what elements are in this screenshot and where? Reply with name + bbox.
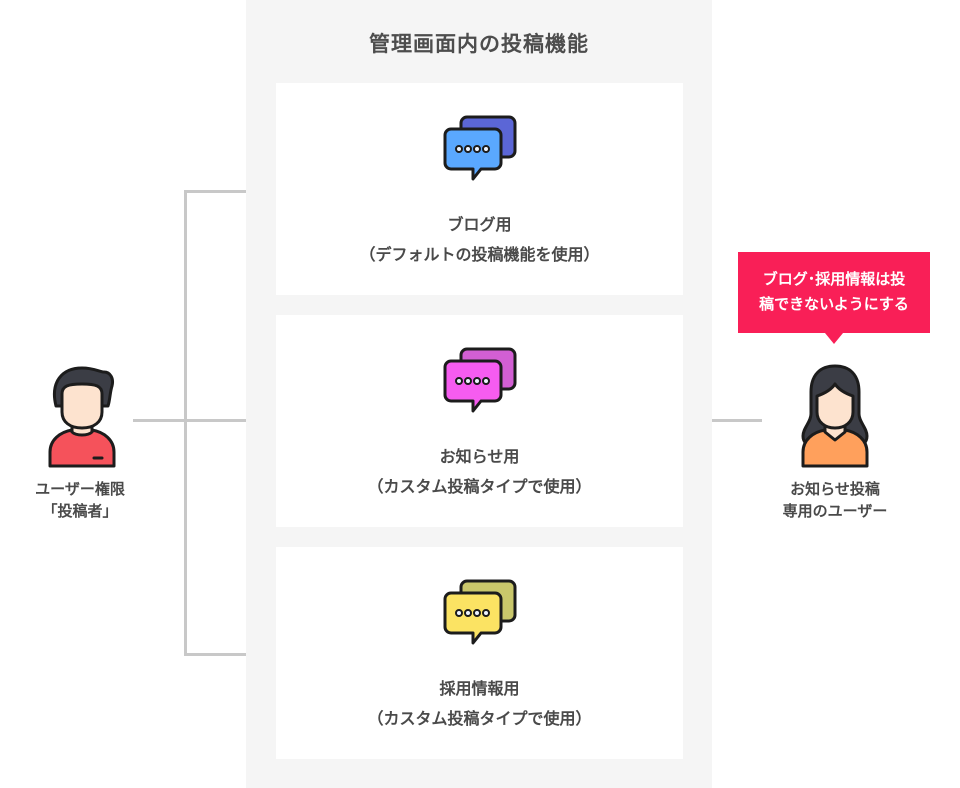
right-user-label: お知らせ投稿 専用のユーザー (775, 478, 895, 522)
connector-to-blog-card (184, 190, 276, 193)
card-title: 採用情報用 (439, 679, 520, 698)
restriction-callout: ブログ･採用情報は投 稿できないようにする (738, 252, 930, 344)
card-news: お知らせ用 （カスタム投稿タイプで使用） (276, 315, 683, 527)
panel-title: 管理画面内の投稿機能 (369, 32, 589, 56)
card-subtitle: （デフォルトの投稿機能を使用） (359, 245, 600, 264)
connector-trunk-vertical (184, 190, 187, 656)
right-user-label-line1: お知らせ投稿 (790, 480, 880, 498)
connector-to-recruit-card (184, 653, 276, 656)
female-user-avatar-icon (801, 364, 869, 468)
card-title: ブログ用 (447, 215, 512, 234)
connector-news-to-right-user (683, 419, 762, 422)
callout-line2: 稿できないようにする (759, 295, 909, 313)
chat-bubbles-icon (443, 579, 517, 645)
callout-line1: ブログ･採用情報は投 (762, 270, 906, 288)
card-subtitle: （カスタム投稿タイプで使用） (367, 709, 592, 728)
chat-bubbles-icon (443, 115, 517, 181)
left-user-label-line2: 「投稿者」 (42, 502, 118, 520)
admin-post-features-panel: 管理画面内の投稿機能 ブログ用 （デフォルトの投稿機能を使用） お知らせ用 （カ… (246, 0, 712, 788)
front-bubble (443, 127, 503, 181)
right-user-label-line2: 専用のユーザー (782, 502, 888, 520)
card-recruit: 採用情報用 （カスタム投稿タイプで使用） (276, 547, 683, 759)
left-user-label-line1: ユーザー権限 (35, 480, 125, 498)
connector-to-news-card (133, 419, 276, 422)
left-user-label: ユーザー権限 「投稿者」 (20, 478, 140, 522)
card-title: お知らせ用 (439, 447, 520, 466)
male-user-avatar-icon (48, 366, 116, 468)
card-subtitle: （カスタム投稿タイプで使用） (367, 477, 592, 496)
chat-bubbles-icon (443, 347, 517, 413)
card-blog: ブログ用 （デフォルトの投稿機能を使用） (276, 83, 683, 295)
